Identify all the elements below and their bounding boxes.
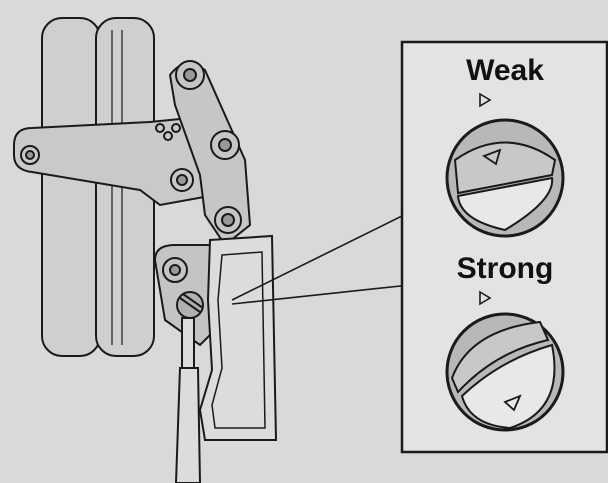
- clamp-bracket: [13, 114, 217, 207]
- adjustment-inset: Weak Strong: [400, 40, 608, 454]
- strong-arrow-icon: [479, 290, 492, 306]
- weak-knob-arrow-icon: [482, 148, 502, 166]
- adjusting-screw: [176, 291, 204, 319]
- weak-arrow-icon: [479, 92, 492, 108]
- chain-guide-cage: [198, 234, 278, 441]
- screwdriver: [174, 317, 202, 483]
- strong-knob-arrow-icon: [503, 394, 522, 412]
- strong-knob: [445, 312, 565, 432]
- weak-knob: [445, 118, 565, 238]
- weak-label: Weak: [466, 54, 544, 87]
- strong-label: Strong: [457, 252, 554, 285]
- callout-lines: [231, 211, 411, 305]
- derailleur-arm: [168, 60, 252, 247]
